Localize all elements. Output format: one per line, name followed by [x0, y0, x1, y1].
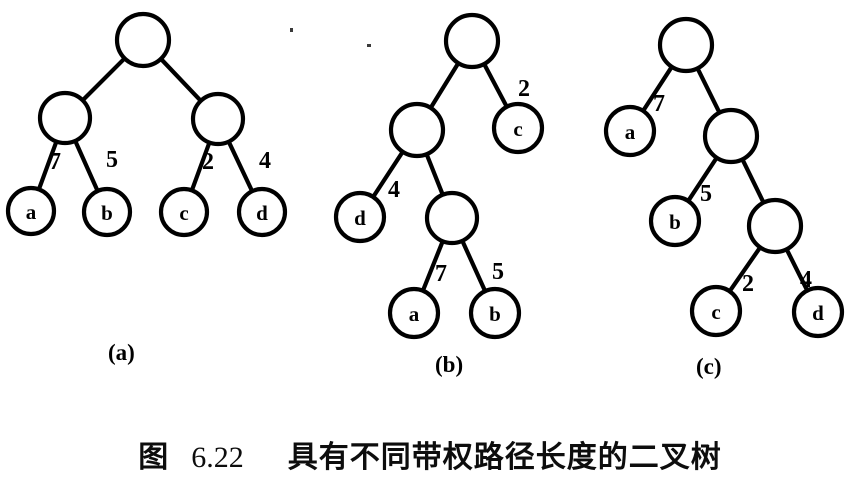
tree-node-internal-low — [746, 197, 804, 255]
tree-edge — [428, 60, 461, 111]
node-label-c: c — [179, 201, 188, 225]
tree-node-leaf-c — [689, 284, 743, 338]
tree-node-leaf-c — [158, 186, 210, 238]
tree-node-leaf-d — [791, 285, 845, 339]
tree-node-leaf-d — [333, 190, 387, 244]
tree-edge — [79, 55, 128, 104]
node-label-b: b — [101, 201, 113, 225]
tree-a: a b c d 7 5 2 4 — [5, 11, 288, 238]
node-label-d: d — [354, 206, 366, 230]
tree-edge — [370, 148, 406, 200]
tree-edge — [424, 151, 446, 198]
tree-edge — [459, 237, 488, 295]
scan-speck-1 — [290, 28, 293, 32]
tree-edge — [640, 63, 675, 114]
edge-weight-label: 5 — [106, 147, 118, 173]
tree-node-root — [443, 12, 501, 70]
tree-edge — [739, 156, 767, 206]
node-label-a: a — [625, 120, 636, 144]
tree-node-internal-right — [190, 91, 246, 147]
edge-weight-label: 7 — [49, 149, 61, 175]
tree-b: c d a b 2 4 7 5 — [333, 12, 545, 340]
caption-number: 6.22 — [191, 441, 244, 474]
tree-node-internal-left — [388, 101, 446, 159]
edge-weight-label: 7 — [435, 261, 447, 287]
tree-node-root — [657, 16, 715, 74]
edge-weight-label: 4 — [388, 177, 400, 203]
scan-speck-2 — [367, 44, 371, 47]
tree-node-internal-right — [702, 107, 760, 165]
node-label-b: b — [669, 210, 681, 234]
node-label-c: c — [513, 117, 522, 141]
node-label-d: d — [812, 301, 824, 325]
edge-weight-label: 2 — [518, 76, 530, 102]
tree-node-internal-left — [37, 90, 93, 146]
tree-edge — [420, 238, 446, 294]
subfigure-label-b: (b) — [435, 352, 464, 377]
tree-edge — [481, 61, 510, 110]
tree-edge — [72, 137, 101, 195]
tree-node-leaf-d — [236, 186, 288, 238]
tree-node-root — [114, 11, 172, 69]
node-label-a: a — [26, 200, 37, 224]
tree-node-leaf-a — [603, 104, 657, 158]
tree-edge — [685, 154, 720, 204]
subfigure-label-c: (c) — [696, 354, 722, 379]
edge-weight-label: 5 — [700, 181, 712, 207]
caption-prefix: 图 — [138, 440, 170, 475]
edge-weight-label: 7 — [653, 91, 665, 117]
tree-node-leaf-b — [468, 286, 522, 340]
edge-weight-label: 5 — [492, 259, 504, 285]
tree-edge — [694, 65, 723, 116]
tree-edge — [36, 138, 59, 193]
node-label-a: a — [409, 302, 420, 326]
node-label-d: d — [256, 201, 268, 225]
node-label-c: c — [711, 300, 720, 324]
binary-trees-diagram: a b c d 7 5 2 4 c d a b 2 4 7 5 a b c d 7 5 2 4 — [5, 11, 845, 340]
subfigure-label-a: (a) — [108, 340, 135, 365]
figure-caption: 图 6.22 具有不同带权路径长度的二叉树 — [0, 432, 860, 476]
tree-node-internal-mid — [424, 190, 480, 246]
tree-node-leaf-a — [387, 286, 441, 340]
tree-edge — [189, 139, 212, 194]
tree-edge — [226, 138, 255, 195]
tree-c: a b c d 7 5 2 4 — [603, 16, 845, 339]
node-label-b: b — [489, 302, 501, 326]
tree-edge — [158, 56, 204, 104]
tree-node-leaf-b — [648, 194, 702, 248]
edge-weight-label: 4 — [800, 267, 812, 293]
caption-text: 具有不同带权路径长度的二叉树 — [287, 440, 722, 475]
edge-weight-label: 4 — [259, 148, 271, 174]
tree-node-leaf-b — [81, 186, 133, 238]
tree-edge — [727, 244, 763, 295]
tree-node-leaf-a — [5, 185, 57, 237]
edge-weight-label: 2 — [742, 271, 754, 297]
tree-edge — [784, 246, 810, 294]
edge-weight-label: 2 — [202, 149, 214, 175]
tree-node-leaf-c — [491, 101, 545, 155]
